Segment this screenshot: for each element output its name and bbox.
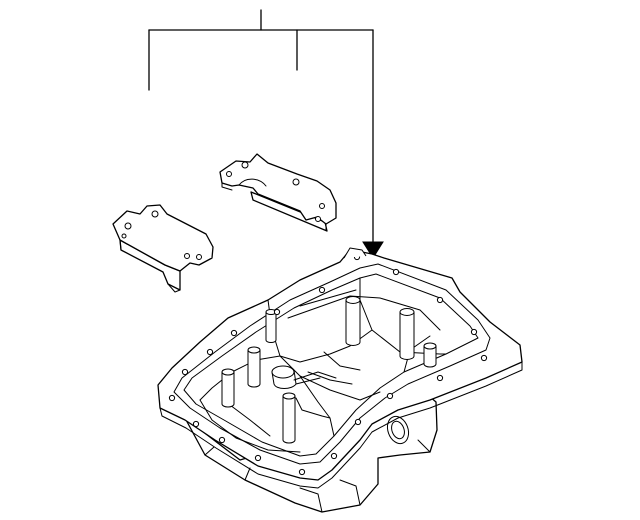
post-bosses xyxy=(221,296,437,444)
oil-pan-icon xyxy=(157,247,523,513)
callout-leaders xyxy=(148,9,384,259)
baffle-plate-right-icon xyxy=(219,153,337,232)
flange-bolt-holes xyxy=(168,253,488,476)
oil-pickup-icon xyxy=(271,365,337,389)
baffle-plate-left-icon xyxy=(112,204,214,293)
arrowhead-icon xyxy=(362,241,384,259)
